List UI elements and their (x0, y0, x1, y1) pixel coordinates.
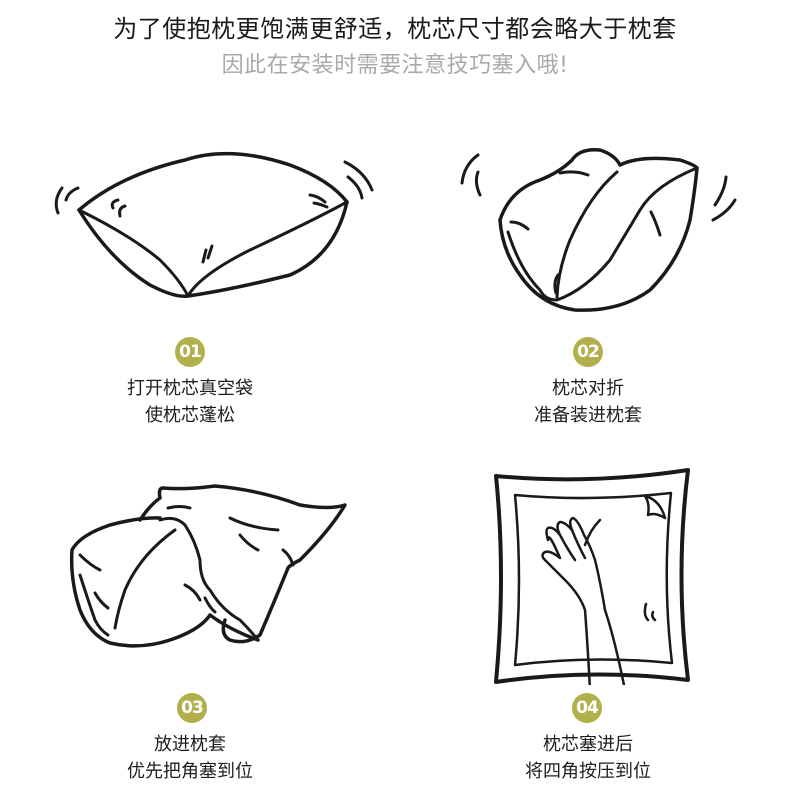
step-caption-line1: 放进枕套 (154, 734, 226, 755)
step-caption-line1: 枕芯塞进后 (543, 734, 633, 755)
step-caption-line2: 准备装进枕套 (534, 405, 642, 426)
pillow-fold-icon (460, 147, 737, 312)
step-number-badge: 03 (177, 693, 207, 723)
step-number-badge: 04 (572, 693, 602, 723)
page-title: 为了使抱枕更饱满更舒适，枕芯尺寸都会略大于枕套 (113, 15, 677, 43)
step-caption-line1: 枕芯对折 (552, 378, 624, 399)
pillow-shake-icon (54, 151, 374, 299)
page-subtitle: 因此在安装时需要注意技巧塞入哦! (221, 53, 569, 78)
step-caption-line2: 将四角按压到位 (525, 761, 651, 782)
step-number-badge: 02 (573, 337, 603, 367)
step-caption: 枕芯塞进后 将四角按压到位 (458, 731, 718, 785)
step-3: 03 放进枕套 优先把角塞到位 (0, 395, 395, 790)
step-caption: 打开枕芯真空袋 使枕芯蓬松 (60, 375, 320, 429)
step-caption-line2: 优先把角塞到位 (127, 761, 253, 782)
step-1: 01 打开枕芯真空袋 使枕芯蓬松 (0, 0, 395, 426)
hand-press-pillow-icon (494, 468, 690, 685)
step-2: 02 枕芯对折 准备装进枕套 (395, 0, 790, 426)
step-caption: 枕芯对折 准备装进枕套 (458, 375, 718, 429)
step-number-badge: 01 (175, 337, 205, 367)
step-caption-line2: 使枕芯蓬松 (145, 405, 235, 426)
pillow-insert-icon (69, 484, 347, 648)
step-4: 04 枕芯塞进后 将四角按压到位 (395, 395, 790, 790)
step-caption-line1: 打开枕芯真空袋 (127, 378, 253, 399)
step-caption: 放进枕套 优先把角塞到位 (60, 731, 320, 785)
